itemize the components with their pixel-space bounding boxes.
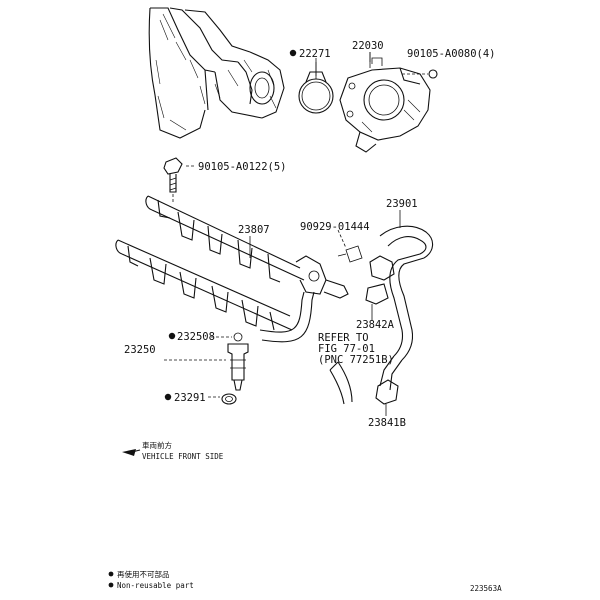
fuel-rail-lower-drawing [115, 239, 293, 331]
label-90105-a0122: 90105-A0122(5) [198, 161, 287, 173]
legend-jp-text: 再使用不可部品 [117, 569, 170, 579]
legend: 再使用不可部品 Non-reusable part [108, 569, 194, 590]
arrow-left-icon [122, 449, 136, 456]
label-refer-line-3: (PNC 77251B) [318, 354, 394, 366]
label-23901: 23901 [386, 198, 418, 210]
vehicle-front-indicator: 車両前方 VEHICLE FRONT SIDE [122, 440, 224, 461]
label-22030: 22030 [352, 40, 384, 52]
leader-lines [164, 52, 401, 416]
label-23807: 23807 [238, 224, 270, 236]
bolt-90105-a0122-drawing [163, 157, 196, 204]
label-90929-01444: 90929-01444 [300, 221, 370, 233]
label-232508-text: 232508 [177, 331, 215, 343]
figure-id: 223563A [470, 584, 502, 593]
fuel-rail-upper-drawing [145, 195, 349, 299]
label-23250: 23250 [124, 344, 156, 356]
throttle-body-22030-drawing [339, 52, 431, 153]
label-90105-a0080: 90105-A0080(4) [407, 48, 496, 60]
label-refer-line-1: REFER TO [318, 332, 369, 344]
label-22271-text: 22271 [299, 48, 331, 60]
direction-jp-text: 車両前方 [142, 440, 172, 450]
legend-dot-icon [108, 571, 114, 577]
non-reusable-dot-icon [289, 49, 297, 57]
non-reusable-dot-icon [164, 393, 172, 401]
label-23842a: 23842A [356, 319, 395, 331]
legend-en-text: Non-reusable part [117, 581, 194, 590]
fuel-injector-23250-drawing [221, 332, 249, 405]
non-reusable-dot-icon [168, 332, 176, 340]
label-22271: 22271 [289, 48, 331, 60]
fuel-tube-drawing [259, 225, 434, 405]
legend-dot-icon [108, 582, 114, 588]
label-refer-line-2: FIG 77-01 [318, 343, 375, 355]
label-23841b: 23841B [368, 417, 406, 429]
bolt-90105-a0080-drawing [402, 69, 438, 79]
label-232508: 232508 [168, 331, 215, 343]
label-23291: 23291 [164, 392, 206, 404]
intake-manifold-drawing [148, 7, 285, 139]
direction-en-text: VEHICLE FRONT SIDE [142, 452, 224, 461]
label-23291-text: 23291 [174, 392, 206, 404]
